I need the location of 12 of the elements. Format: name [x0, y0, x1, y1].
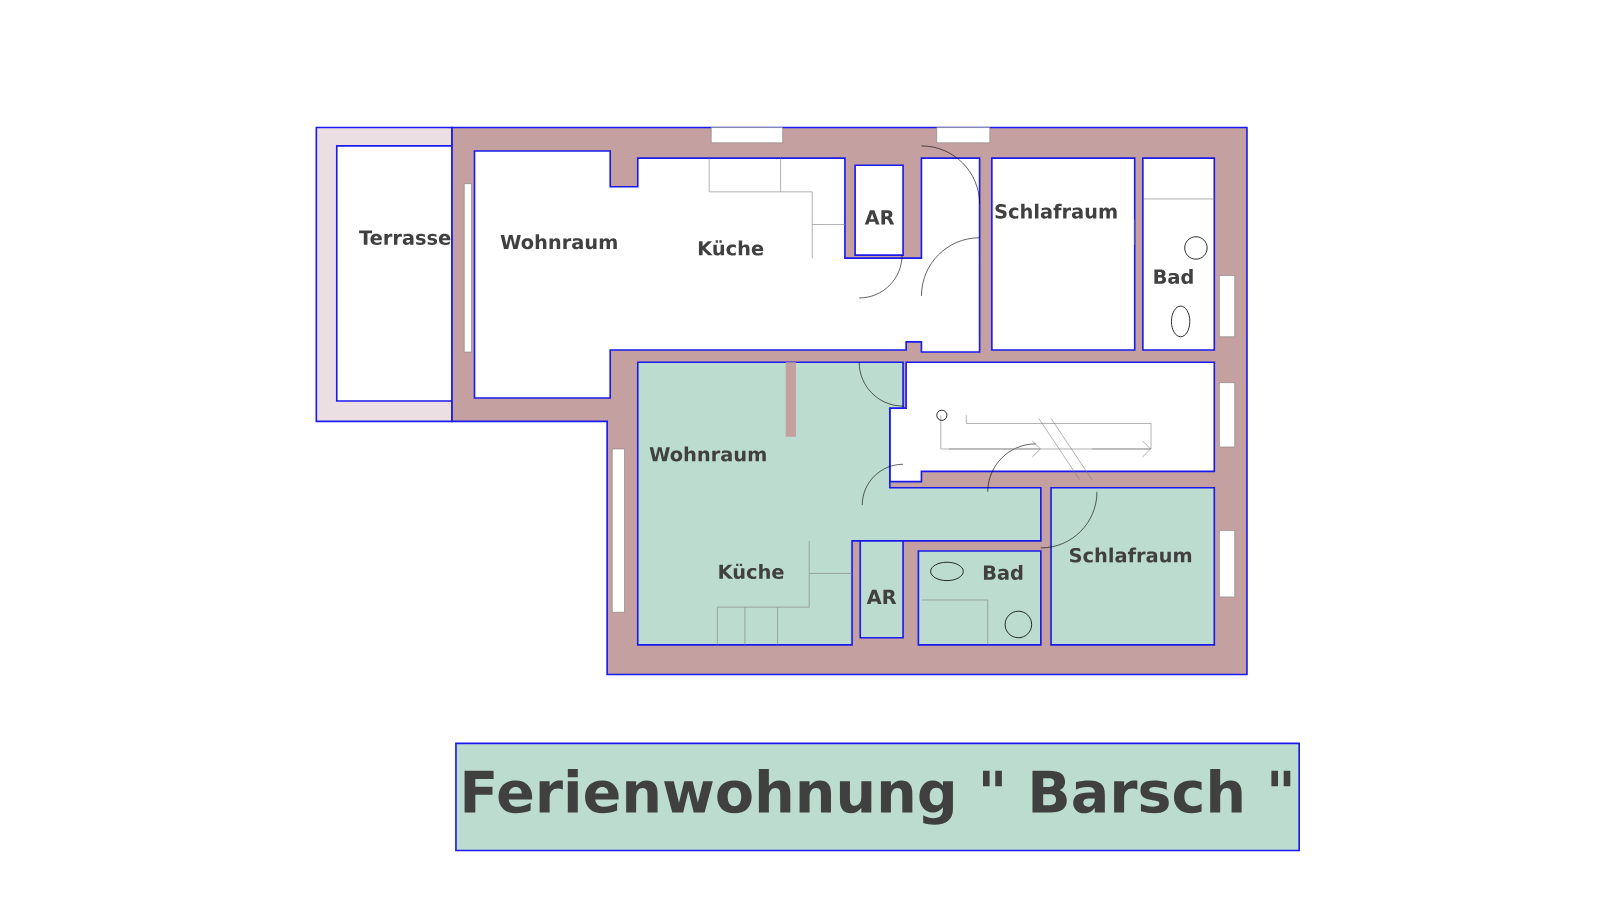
room-label: Bad [1154, 269, 1193, 285]
room-label: Wohnraum [500, 234, 617, 250]
room-label: Schlafraum [995, 203, 1117, 219]
room-label: Küche [719, 563, 784, 580]
title-box: Ferienwohnung " Barsch " [455, 742, 1300, 852]
room-label: Schlafraum [1070, 547, 1192, 563]
room-label: Wohnraum [649, 446, 766, 462]
room-label: Bad [984, 564, 1023, 580]
room-label: AR [866, 589, 897, 604]
room-label: Terrasse [359, 230, 451, 245]
room-label: AR [864, 210, 895, 225]
room-label: Küche [698, 240, 764, 256]
